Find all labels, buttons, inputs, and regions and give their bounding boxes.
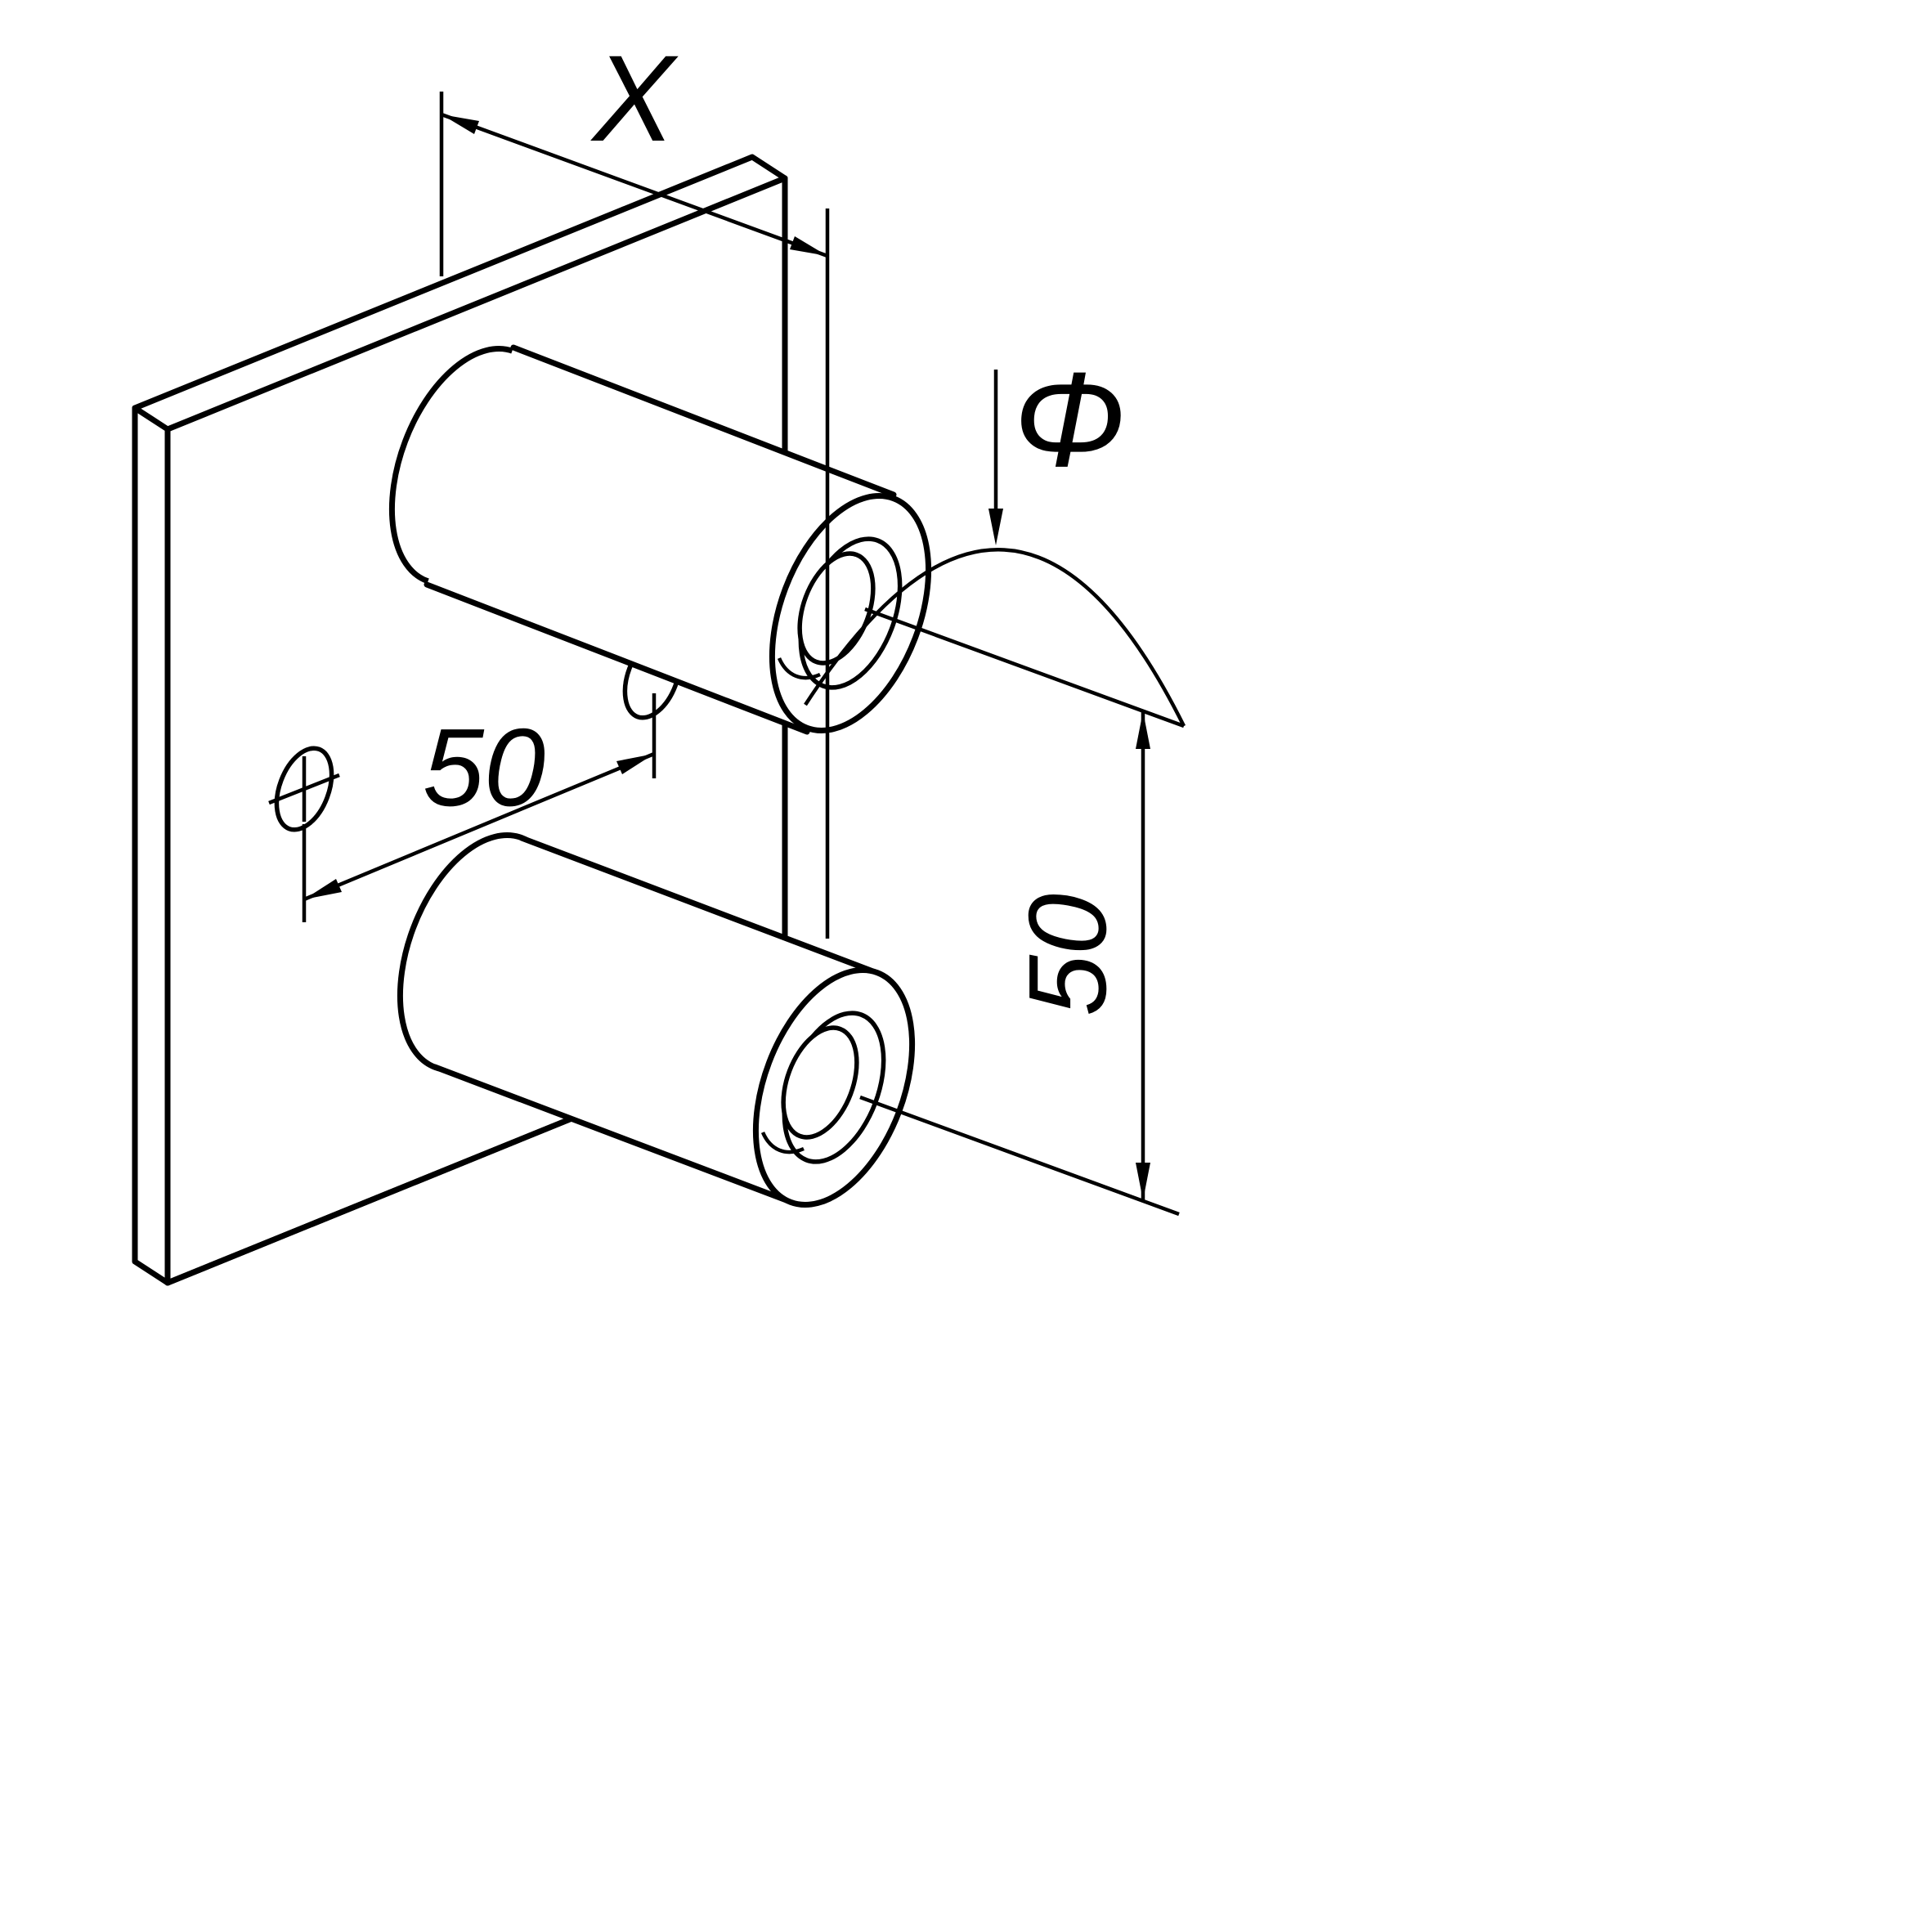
plate-corner-edge <box>132 405 171 433</box>
upper-standoff-counterbore-depth-arc <box>777 657 821 680</box>
dim-diameter-arrow <box>988 509 1003 545</box>
hole-center-cross <box>268 756 340 822</box>
lower-standoff-top-silhouette <box>518 835 881 976</box>
dim-diameter-arc <box>804 548 1186 728</box>
dim-center-arrow-top <box>1136 711 1150 749</box>
plate-front-top-edge <box>164 175 788 433</box>
dim-x-line <box>441 112 828 258</box>
dim-x-arrow-right <box>790 236 827 256</box>
lower-standoff-counterbore-depth-arc <box>760 1132 805 1154</box>
dimension-x: X <box>439 29 830 939</box>
dimension-center-distance: 50 <box>859 607 1185 1217</box>
dim-spacing-arrow-left <box>304 879 342 899</box>
dim-diameter-label: Φ <box>1013 344 1126 495</box>
dim-spacing-label: 50 <box>423 706 545 829</box>
lower-standoff-bottom-silhouette <box>432 1064 794 1205</box>
dim-spacing-line <box>303 751 655 902</box>
dim-spacing-arrow-right <box>616 754 654 774</box>
dim-x-arrow-left <box>442 114 479 134</box>
upper-standoff-bottom-silhouette <box>424 581 810 735</box>
dim-center-arrow-bottom <box>1136 1163 1150 1200</box>
dimension-diameter: Φ <box>804 344 1186 728</box>
dimension-hole-spacing: 50 <box>302 693 657 922</box>
dim-center-extension-top <box>864 607 1185 728</box>
dim-center-extension-bottom <box>859 1095 1180 1217</box>
lower-standoff-bore <box>781 1025 859 1140</box>
upper-standoff-top-silhouette <box>510 344 897 498</box>
dim-x-label: X <box>590 29 679 167</box>
upper-standoff <box>388 344 932 735</box>
dim-center-label: 50 <box>1006 894 1129 1016</box>
